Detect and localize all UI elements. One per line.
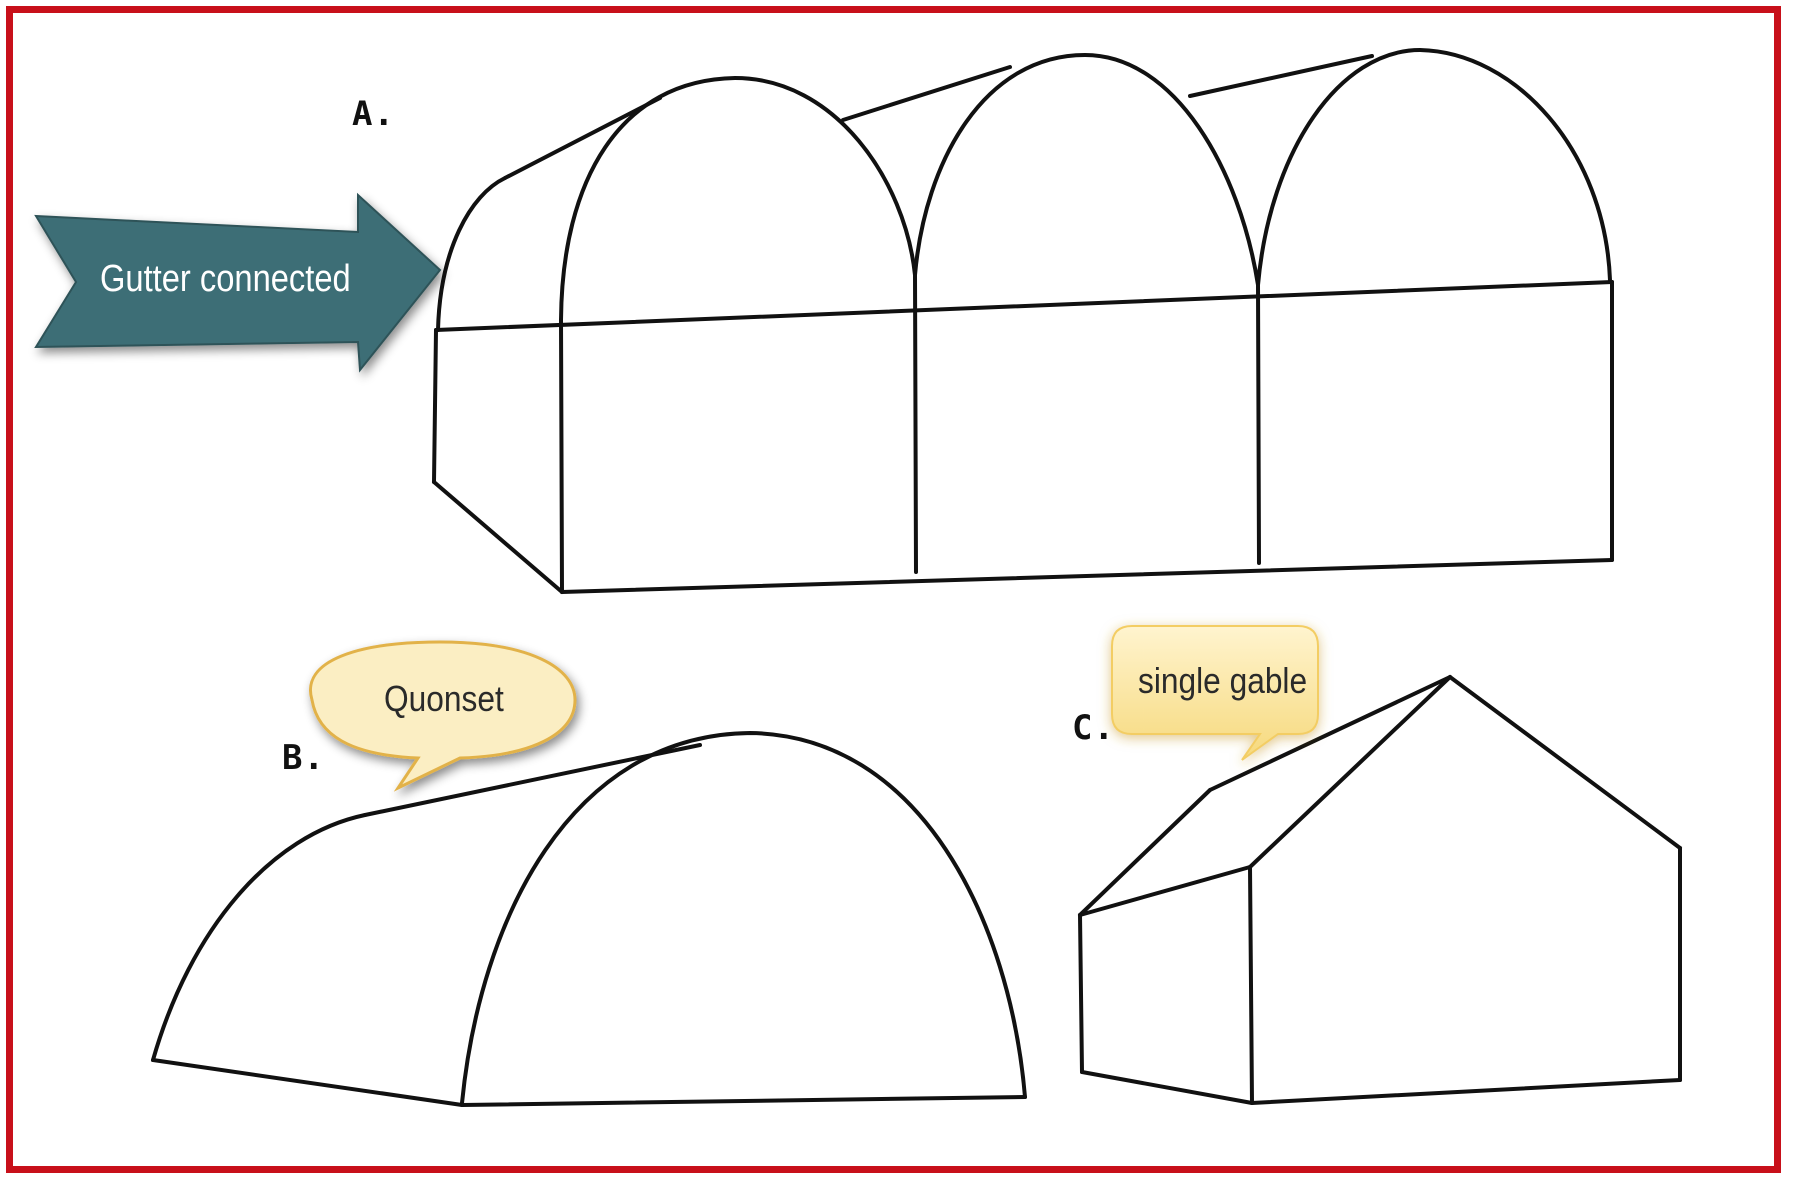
quonset-greenhouse — [151, 731, 1027, 1107]
gutter-arrow-icon — [34, 192, 442, 373]
label-a: A. — [352, 94, 395, 134]
single-gable-greenhouse — [1078, 675, 1682, 1105]
quonset-label: Quonset — [384, 678, 504, 719]
quonset-bubble-icon — [309, 640, 577, 792]
label-c: C. — [1072, 708, 1115, 748]
label-b: B. — [282, 738, 325, 778]
gutter-connected-label: Gutter connected — [100, 258, 351, 300]
gutter-connected-greenhouse — [432, 48, 1614, 594]
single-gable-bubble-icon — [1111, 625, 1319, 761]
single-gable-label: single gable — [1138, 660, 1308, 701]
